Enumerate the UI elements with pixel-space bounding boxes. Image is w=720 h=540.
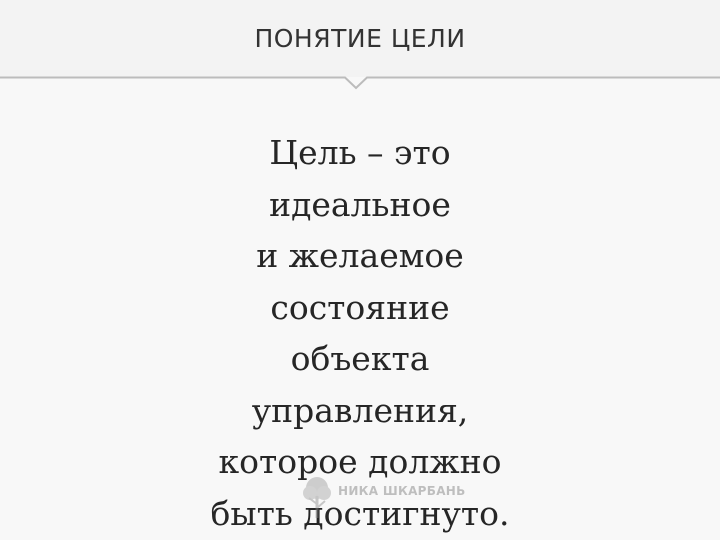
definition-line-6: управления,	[251, 390, 469, 430]
definition-line-8: быть достигнуто.	[210, 493, 510, 533]
slide-title: ПОНЯТИЕ ЦЕЛИ	[254, 24, 466, 53]
definition-line-4: состояние	[270, 287, 450, 327]
definition-line-7: которое должно	[218, 442, 502, 481]
tree-logo-icon	[303, 477, 331, 518]
watermark: НИКА ШКАРБАНЬ	[300, 474, 465, 522]
definition-line-5: объекта	[290, 339, 430, 378]
definition-line-3: и желаемое	[256, 236, 464, 275]
slide-header: ПОНЯТИЕ ЦЕЛИ	[0, 0, 720, 77]
definition-line-2: идеальное	[269, 184, 451, 224]
definition-text: Цель – это идеальное и желаемое состояни…	[0, 127, 720, 539]
header-divider-with-notch	[0, 76, 720, 90]
definition-line-1: Цель – это	[269, 133, 451, 172]
watermark-label: НИКА ШКАРБАНЬ	[338, 484, 466, 498]
